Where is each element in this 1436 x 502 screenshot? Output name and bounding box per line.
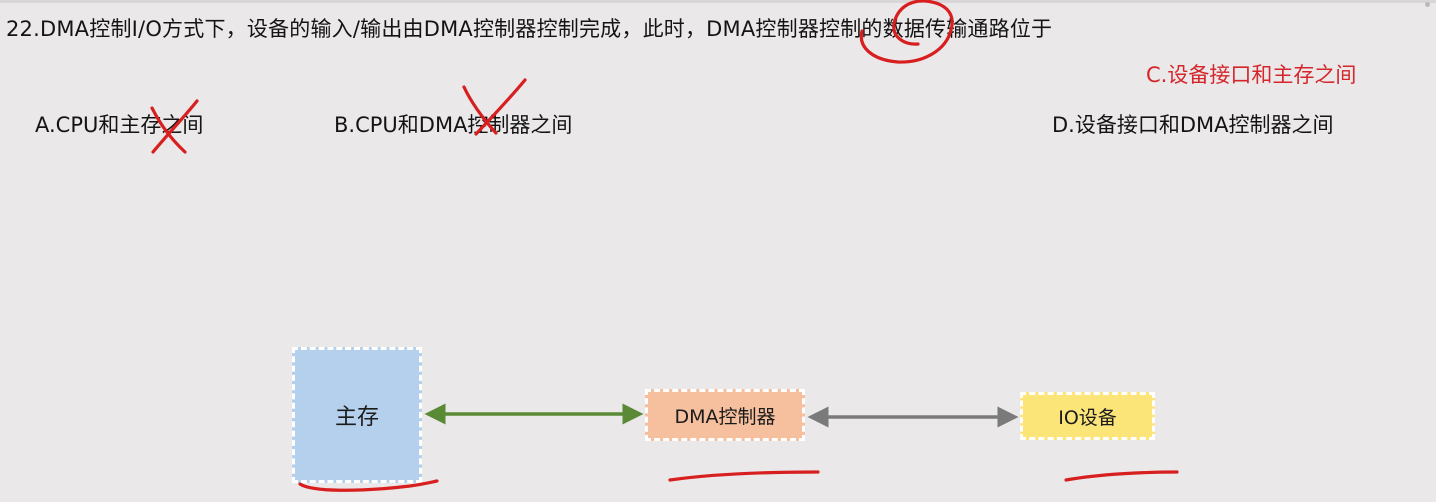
- memory-box: 主存: [292, 347, 422, 483]
- io-device-box: IO设备: [1020, 392, 1155, 440]
- option-b: B.CPU和DMA控制器之间: [334, 113, 573, 137]
- underline-io: [1064, 470, 1179, 482]
- dma-controller-box: DMA控制器: [645, 389, 805, 441]
- corner-dot: [1425, 2, 1430, 7]
- question-text: 22.DMA控制I/O方式下，设备的输入/输出由DMA控制器控制完成，此时，DM…: [6, 17, 1053, 41]
- option-c-answer: C.设备接口和主存之间: [1146, 63, 1357, 87]
- option-d: D.设备接口和DMA控制器之间: [1052, 113, 1334, 137]
- top-edge: [0, 0, 1436, 3]
- underline-dma: [668, 470, 820, 482]
- option-a: A.CPU和主存之间: [35, 113, 204, 137]
